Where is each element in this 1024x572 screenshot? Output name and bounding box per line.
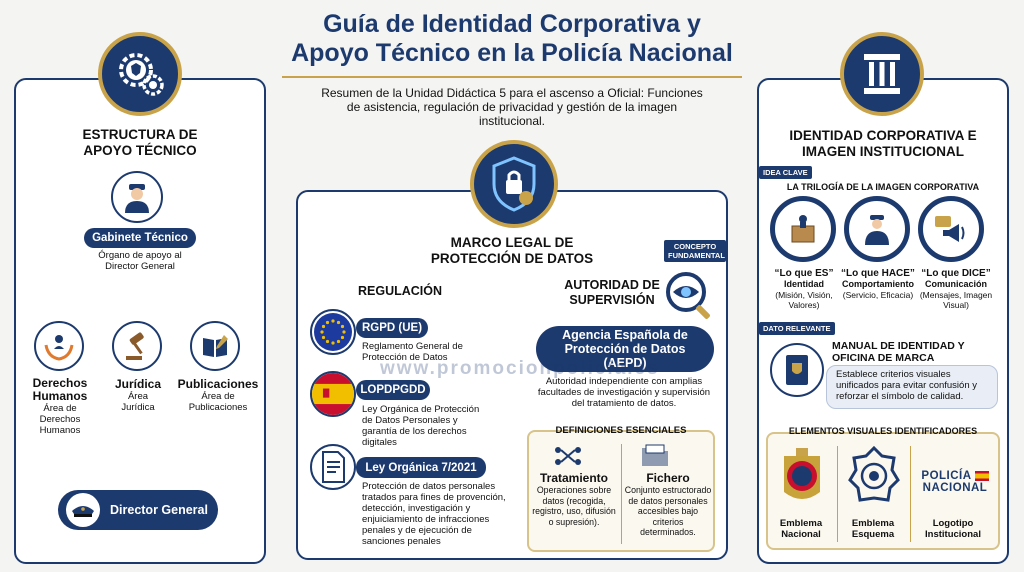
- trilogia-identidad-icon: [770, 196, 836, 262]
- trilogia-identidad-quote: “Lo que ES”: [774, 268, 834, 279]
- manual-desc: Establece criterios visuales unificados …: [836, 369, 977, 402]
- center-title: MARCO LEGAL DE PROTECCIÓN DE DATOS: [430, 235, 594, 266]
- elemento-nacional-label: Emblema Nacional: [779, 518, 823, 540]
- column-badge: [840, 32, 924, 116]
- title-line-2: Apoyo Técnico en la Policía Nacional: [291, 39, 733, 67]
- regulacion-title: REGULACIÓN: [358, 284, 443, 298]
- document-icon: [310, 444, 356, 490]
- area-publicaciones: Publicaciones Área de Publicaciones: [174, 377, 262, 413]
- shield-lock-icon: [492, 156, 536, 212]
- area-juridica-desc: Área Jurídica: [121, 391, 155, 413]
- gabinete-pill: Gabinete Técnico: [84, 228, 196, 248]
- manual-icon: [770, 343, 824, 397]
- area-derechos-desc: Área de Derechos Humanos: [39, 403, 81, 436]
- def-fichero-term: Fichero: [646, 471, 690, 485]
- trilogia-comunicacion-quote: “Lo que DICE”: [921, 268, 991, 279]
- gabinete-desc: Órgano de apoyo al Director General: [98, 250, 182, 272]
- elementos-title: ELEMENTOS VISUALES IDENTIFICADORES: [788, 426, 978, 436]
- title-divider: [282, 76, 742, 78]
- shield-badge: [470, 140, 558, 228]
- elemento-logotipo-label: Logotipo Institucional: [925, 518, 981, 540]
- dato-tag: DATO RELEVANTE: [759, 322, 835, 335]
- autoridad-title: AUTORIDAD DE SUPERVISIÓN: [564, 278, 660, 307]
- folder-icon: [640, 442, 670, 473]
- officer-icon: [111, 171, 163, 223]
- trilogia-identidad-desc: (Misión, Visión, Valores): [775, 290, 833, 310]
- book-icon: [203, 335, 228, 357]
- gavel-icon: [126, 332, 144, 360]
- director-cap-icon: [66, 493, 100, 527]
- trilogia-comportamiento-name: Comportamiento: [842, 279, 914, 289]
- eye-magnifier-icon: [664, 270, 716, 322]
- director-label: Director General: [110, 503, 208, 517]
- def-tratamiento: Tratamiento Operaciones sobre datos (rec…: [530, 471, 618, 527]
- area-juridica-icon: [112, 321, 162, 371]
- definiciones-divider: [621, 444, 622, 544]
- director-pill: Director General: [58, 490, 218, 530]
- reg-lopdpgdd-desc: Ley Orgánica de Protección de Datos Pers…: [362, 404, 480, 448]
- area-publicaciones-title: Publicaciones: [177, 377, 259, 391]
- logo-text-2: NACIONAL: [922, 482, 988, 494]
- manual-desc-box: [826, 365, 998, 409]
- gear-badge-icon: [119, 53, 164, 96]
- subtitle: Resumen de la Unidad Didáctica 5 para el…: [321, 86, 703, 128]
- reg-rgpd-pill: RGPD (UE): [356, 318, 428, 338]
- reg-lo72021-pill: Ley Orgánica 7/2021: [356, 457, 486, 478]
- reg-lopdpgdd-pill: LOPDPGDD: [356, 380, 430, 400]
- area-derechos-title: Derechos Humanos: [32, 376, 88, 403]
- def-tratamiento-desc: Operaciones sobre datos (recogida, regis…: [532, 485, 616, 527]
- def-fichero: Fichero Conjunto estructorado de datos p…: [624, 471, 712, 538]
- def-tratamiento-term: Tratamiento: [539, 471, 608, 485]
- agencia-desc: Autoridad independiente con amplias facu…: [537, 376, 711, 409]
- elementos-divider-2: [910, 446, 911, 542]
- logo-text-1: POLICÍA: [921, 470, 972, 482]
- area-derechos-icon: [34, 321, 84, 371]
- page-title: Guía de Identidad Corporativa y Apoyo Té…: [270, 10, 754, 68]
- network-icon: [554, 444, 582, 473]
- trilogia-title: LA TRILOGÍA DE LA IMAGEN CORPORATIVA: [786, 182, 980, 192]
- def-fichero-desc: Conjunto estructorado de datos personale…: [624, 485, 712, 537]
- area-publicaciones-icon: [190, 321, 240, 371]
- trilogia-identidad-name: Identidad: [784, 279, 824, 289]
- elemento-esquema-label: Emblema Esquema: [851, 518, 895, 540]
- logo-line-1: POLICÍA: [914, 470, 996, 482]
- trilogia-comportamiento: “Lo que HACE” Comportamiento (Servicio, …: [838, 268, 918, 300]
- right-title: IDENTIDAD CORPORATIVA E IMAGEN INSTITUCI…: [789, 128, 977, 159]
- support-badge: [98, 32, 182, 116]
- spain-flag-icon: [310, 371, 356, 417]
- concepto-tag: CONCEPTO FUNDAMENTAL: [664, 240, 726, 262]
- logotipo-institucional: POLICÍA NACIONAL: [914, 470, 996, 494]
- area-derechos: Derechos Humanos Área de Derechos Humano…: [22, 376, 98, 437]
- title-line-1: Guía de Identidad Corporativa y: [323, 10, 701, 38]
- left-title: ESTRUCTURA DE APOYO TÉCNICO: [82, 127, 198, 158]
- pillar-icon: [864, 54, 900, 94]
- agencia-pill: Agencia Española de Protección de Datos …: [536, 326, 714, 372]
- trilogia-comportamiento-desc: (Servicio, Eficacia): [842, 290, 914, 300]
- logo-flag: [974, 471, 989, 481]
- area-juridica: Jurídica Área Jurídica: [102, 377, 174, 413]
- idea-tag: IDEA CLAVE: [759, 166, 812, 179]
- trilogia-identidad: “Lo que ES” Identidad (Misión, Visión, V…: [766, 268, 842, 310]
- reg-rgpd-desc: Reglamento General de Protección de Dato…: [362, 341, 463, 363]
- hands-person-icon: [44, 335, 74, 361]
- definiciones-title: DEFINICIONES ESENCIALES: [555, 425, 687, 436]
- emblema-nacional-icon: [776, 446, 828, 513]
- emblema-esquema-icon: [848, 445, 900, 513]
- area-juridica-title: Jurídica: [114, 377, 162, 391]
- elementos-divider-1: [837, 446, 838, 542]
- watermark: www.promocionpolicia.es: [380, 358, 660, 379]
- manual-title: MANUAL DE IDENTIDAD Y OFICINA DE MARCA: [832, 340, 965, 364]
- trilogia-comunicacion-name: Comunicación: [924, 279, 987, 289]
- trilogia-comportamiento-quote: “Lo que HACE”: [841, 268, 915, 279]
- area-publicaciones-desc: Área de Publicaciones: [188, 391, 248, 413]
- trilogia-comportamiento-icon: [844, 196, 910, 262]
- reg-lo72021-desc: Protección de datos personales tratados …: [362, 481, 506, 547]
- trilogia-comunicacion: “Lo que DICE” Comunicación (Mensajes, Im…: [918, 268, 994, 310]
- trilogia-comunicacion-icon: [918, 196, 984, 262]
- trilogia-comunicacion-desc: (Mensajes, Imagen Visual): [919, 290, 993, 310]
- eu-flag-icon: [310, 309, 356, 355]
